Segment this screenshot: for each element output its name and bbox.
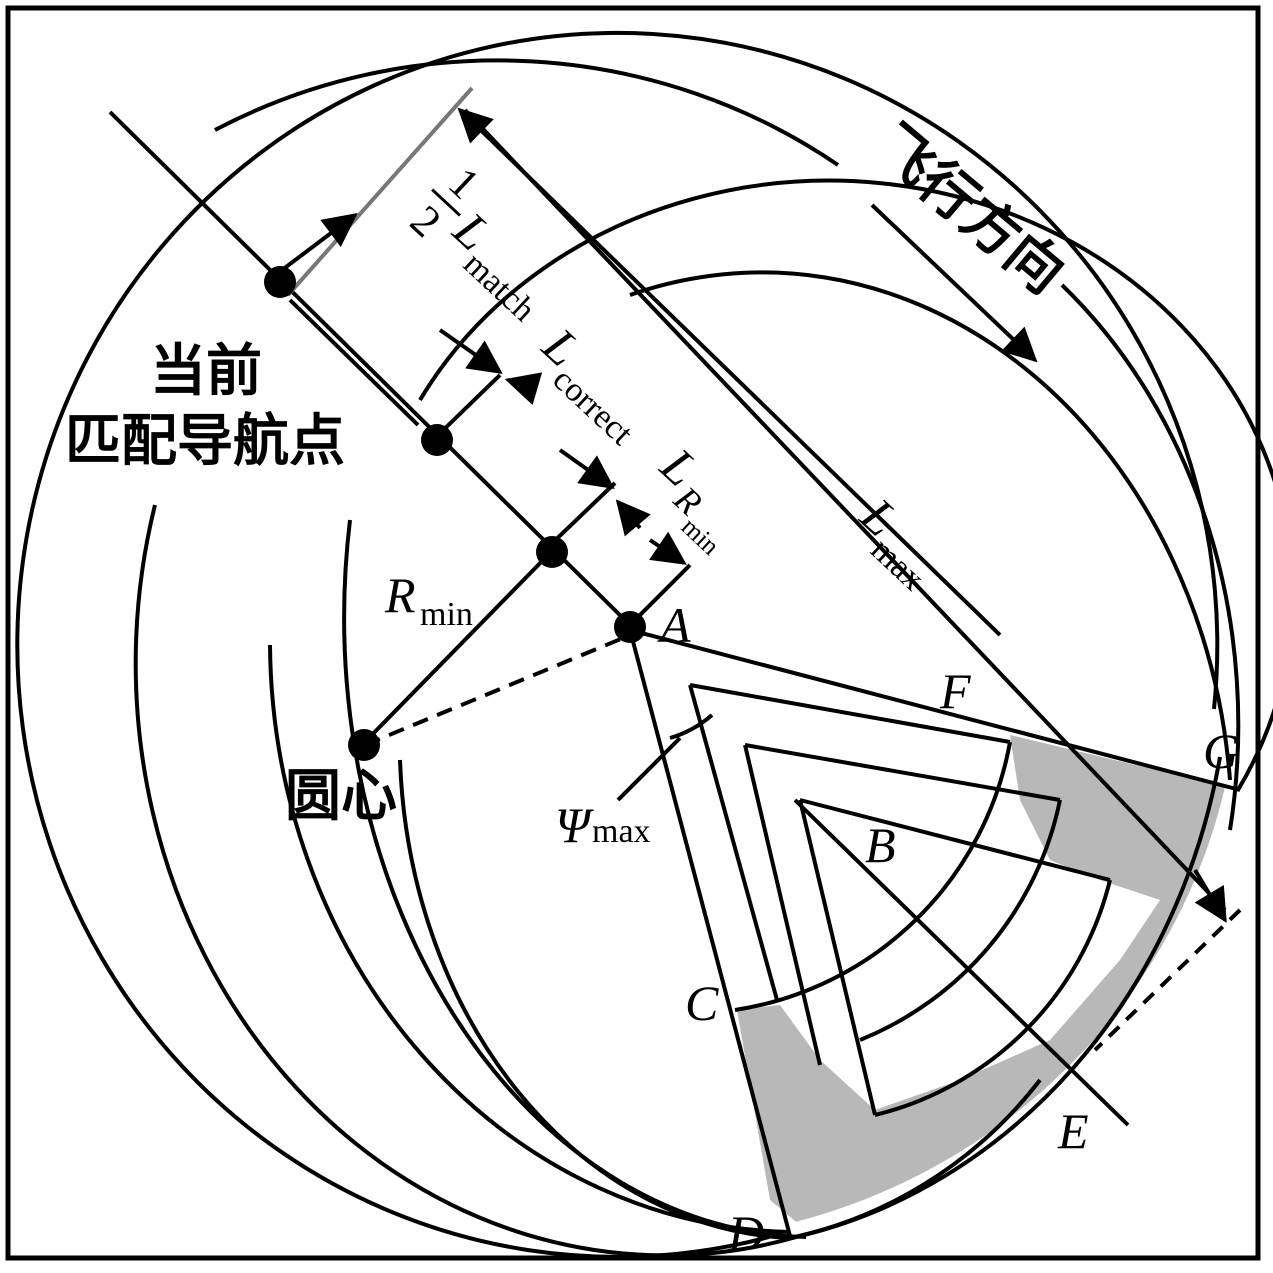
- circle-center-dot: [348, 729, 380, 761]
- point-B-label: B: [865, 817, 896, 873]
- waypoint-dots: [264, 266, 646, 761]
- sector-fan: [616, 628, 1241, 1237]
- point-D-label: D: [727, 1205, 764, 1261]
- dimension-arrows: [280, 107, 1227, 923]
- psi-max-subscript: max: [592, 813, 651, 850]
- flight-direction-label: 飞行方向: [863, 113, 1076, 307]
- dimension-ticks: [360, 373, 692, 747]
- point-G-label: G: [1203, 723, 1239, 779]
- L-match-subscript: match: [456, 245, 542, 329]
- point-A-dot: [614, 611, 646, 643]
- current-nav-point-label-line2: 匹配导航点: [65, 409, 345, 474]
- dashed-lines: [364, 634, 1242, 1052]
- slanted-lines: [108, 86, 1227, 1127]
- point-F-label: F: [939, 663, 971, 719]
- half-denominator: 2: [401, 196, 451, 247]
- R-min-subscript: min: [420, 596, 473, 633]
- trajectory-arcs: [15, 30, 1273, 1259]
- current-match-nav-point: [264, 266, 296, 298]
- L-correct-symbol: L: [532, 316, 591, 377]
- point-C-label: C: [685, 975, 719, 1031]
- waypoint-dot-2: [421, 424, 453, 456]
- psi-max-symbol: Ψ: [555, 797, 594, 853]
- shaded-region: [737, 735, 1240, 1225]
- R-min-symbol: R: [384, 567, 416, 623]
- waypoint-dot-3: [536, 536, 568, 568]
- L-match-symbol: L: [442, 201, 501, 262]
- L-correct-subscript: correct: [546, 361, 641, 453]
- current-nav-point-label-line1: 当前: [150, 339, 262, 404]
- point-E-label: E: [1057, 1103, 1089, 1159]
- point-A-label: A: [657, 597, 691, 653]
- circle-center-label: 圆心: [285, 764, 397, 829]
